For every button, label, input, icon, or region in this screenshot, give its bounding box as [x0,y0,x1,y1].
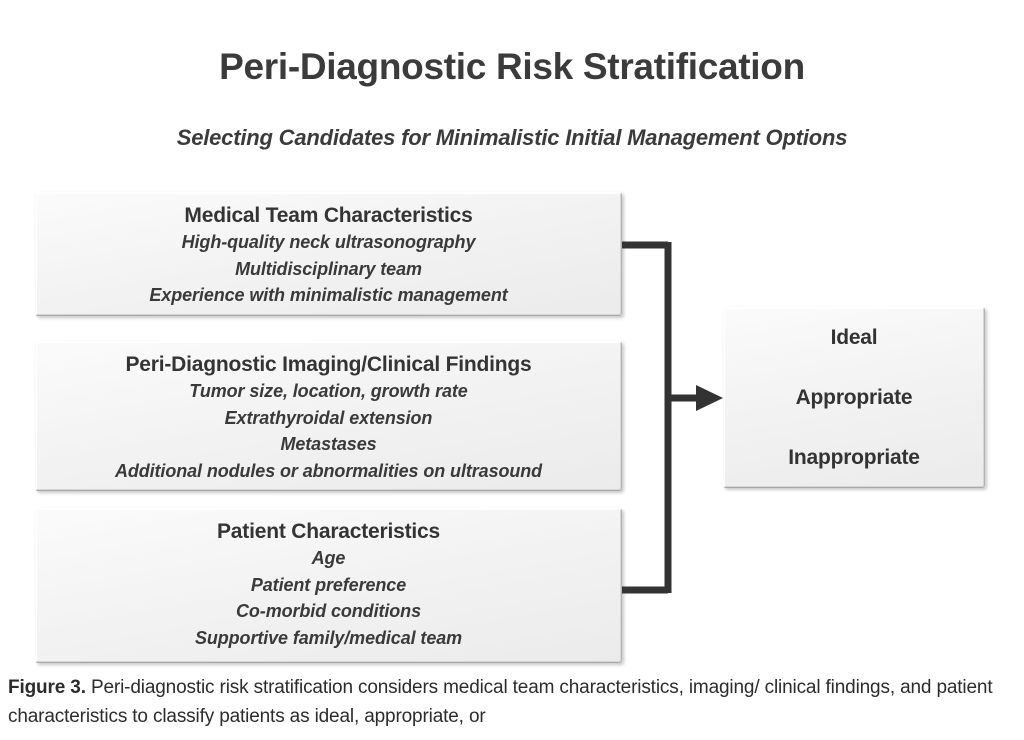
box-patient-characteristics-heading: Patient Characteristics [217,520,440,543]
outcome-inappropriate: Inappropriate [788,445,920,469]
box-medical-team-line-1: High-quality neck ultrasonography [181,232,476,253]
figure-caption: Figure 3. Peri-diagnostic risk stratific… [8,674,1016,732]
box-imaging-clinical-findings: Peri-Diagnostic Imaging/Clinical Finding… [35,341,622,491]
box-patient-characteristics-line-2: Patient preference [250,574,407,595]
box-imaging-findings-line-2: Extrathyroidal extension [224,407,433,428]
box-patient-characteristics-line-1: Age [311,548,346,569]
box-outcomes: Ideal Appropriate Inappropriate [723,307,985,488]
box-medical-team-heading: Medical Team Characteristics [184,204,473,227]
box-medical-team-characteristics: Medical Team Characteristics High-qualit… [35,192,622,316]
box-patient-characteristics-line-4: Supportive family/medical team [194,627,463,648]
outcome-appropriate: Appropriate [795,385,913,409]
figure-caption-label: Figure 3. [8,677,86,698]
box-patient-characteristics: Patient Characteristics Age Patient pref… [35,508,622,663]
box-imaging-findings-line-1: Tumor size, location, growth rate [189,381,468,402]
box-medical-team-line-3: Experience with minimalistic management [149,285,508,306]
box-imaging-findings-line-3: Metastases [280,434,377,455]
figure-caption-text: Peri-diagnostic risk stratification cons… [8,677,993,727]
page-title: Peri-Diagnostic Risk Stratification [219,46,805,87]
box-imaging-findings-heading: Peri-Diagnostic Imaging/Clinical Finding… [125,353,532,376]
box-medical-team-line-2: Multidisciplinary team [235,258,422,279]
page-subtitle: Selecting Candidates for Minimalistic In… [176,125,848,150]
outcome-ideal: Ideal [830,325,878,349]
box-patient-characteristics-line-3: Co-morbid conditions [236,601,421,622]
box-imaging-findings-line-4: Additional nodules or abnormalities on u… [114,460,543,481]
arrow-head-icon [696,385,723,411]
